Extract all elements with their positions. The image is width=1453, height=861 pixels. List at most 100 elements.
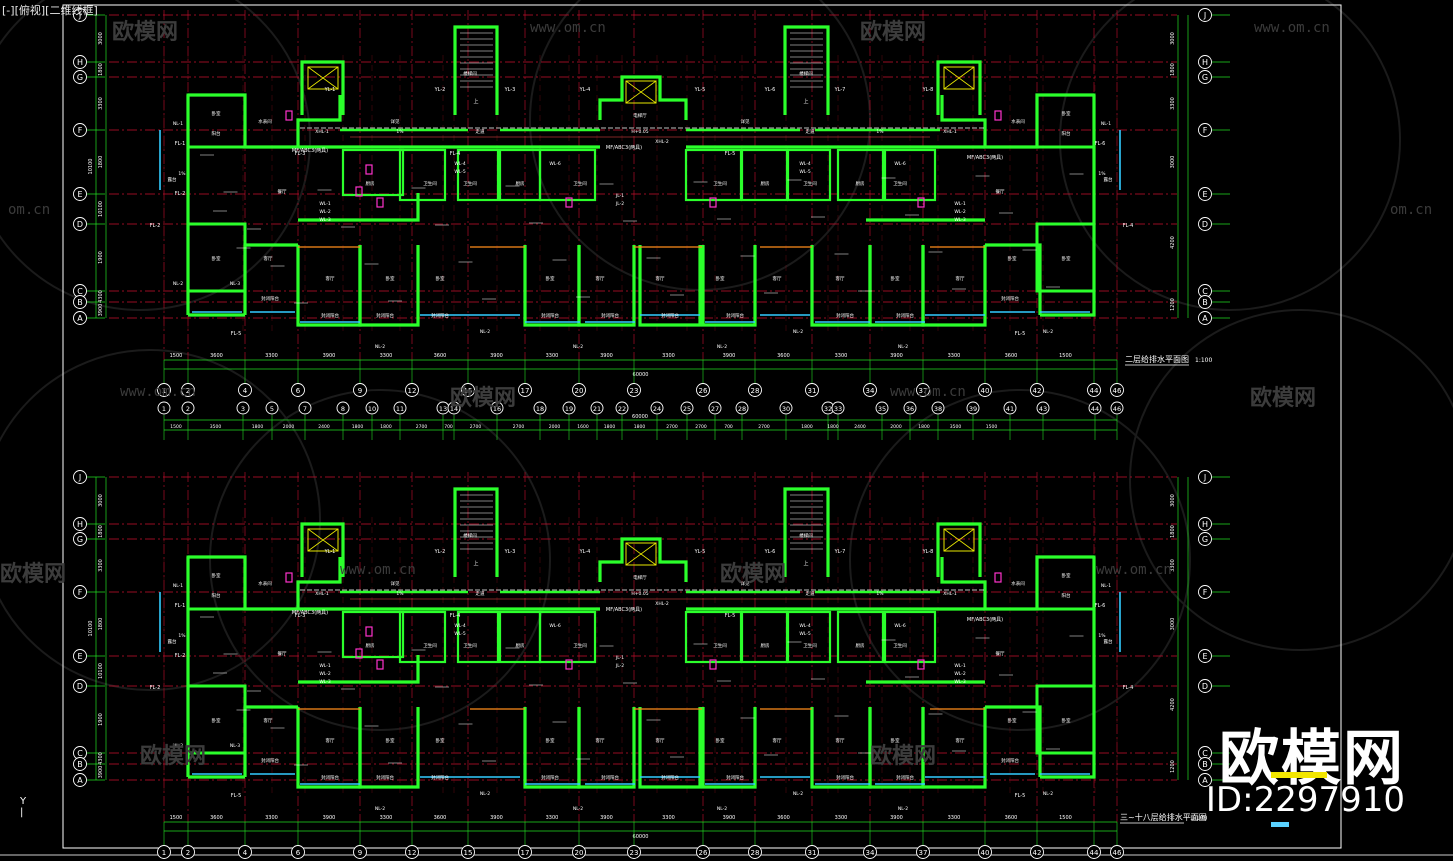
note-label: 1%	[876, 591, 884, 597]
dimension-text: 3300	[265, 815, 278, 821]
ucs-icon: Y|	[20, 796, 27, 818]
watermark-ring	[1129, 309, 1453, 651]
pipe-label: YL-2	[434, 87, 446, 93]
dimension-text: 3900	[890, 815, 903, 821]
room-label: 卧室	[1008, 255, 1017, 262]
wall	[523, 245, 581, 327]
row-axis-bubble	[73, 532, 87, 546]
note-label: 1%	[1098, 171, 1106, 177]
pipe-label: WL-1	[319, 663, 331, 669]
column-axis-bubble	[916, 383, 930, 397]
room-label: 客厅	[656, 737, 665, 744]
note-label: 详见	[741, 580, 750, 587]
elevator-shaft	[625, 542, 657, 566]
column-axis-label: 20	[575, 387, 584, 395]
dimension-text: 1500	[170, 353, 183, 359]
pipe-marker	[355, 648, 363, 659]
pipe-label: NL-1	[173, 121, 183, 127]
pipe-label: WL-5	[454, 631, 466, 637]
room-label: 卧室	[212, 717, 221, 724]
viewport-visual-style-control[interactable]: [二维线框]	[45, 4, 98, 17]
row-axis-bubble	[73, 773, 87, 787]
note-label: 1%	[178, 171, 186, 177]
room-label: 电梯厅	[633, 112, 647, 119]
wall	[1040, 95, 1096, 317]
row-axis-bubble	[73, 311, 87, 325]
plan-scale: 1:100	[1195, 357, 1212, 364]
wall	[684, 610, 743, 664]
column-axis-bubble	[1110, 401, 1124, 415]
watermark-logo: 欧模网	[1250, 386, 1317, 411]
wall	[810, 707, 872, 789]
column-axis-label: 17	[521, 387, 530, 395]
column-axis-bubble	[518, 845, 532, 859]
pipe-label: NL-1	[1101, 121, 1111, 127]
wall	[577, 245, 636, 327]
wall	[684, 148, 743, 202]
room-label: 露台	[168, 176, 177, 183]
row-axis-label: C	[77, 287, 83, 296]
room-label: 封闭阳台	[896, 774, 914, 781]
dimension-text: 1500	[1059, 353, 1072, 359]
pipe-label: WL-4	[799, 161, 811, 167]
dimension-text: 3300	[98, 559, 104, 572]
row-axis-bubble	[1198, 70, 1212, 84]
pipe-label: WL-6	[549, 161, 561, 167]
pipe-label: FL-6	[1095, 141, 1106, 147]
viewport-view-control[interactable]: [俯视]	[14, 4, 46, 17]
room-label: 水表间	[258, 118, 272, 125]
column-axis-bubble	[831, 401, 845, 415]
extinguisher-label: MF/ABC3(两具)	[967, 155, 1003, 161]
room-label: 卫生间	[423, 642, 437, 649]
dimension-text: 3000	[1170, 494, 1176, 507]
room-label: 封闭阳台	[726, 312, 744, 319]
room-label: 卧室	[1008, 717, 1017, 724]
pipe-label: YL-6	[764, 87, 776, 93]
wall	[1035, 684, 1096, 755]
row-axis-bubble	[73, 295, 87, 309]
room-label: 客厅	[956, 275, 965, 282]
dimension-text: 1800	[634, 424, 646, 430]
pipe-label: WL-6	[549, 623, 561, 629]
room-label: 封闭阳台	[431, 312, 449, 319]
plan-title: 二层给排水平面图	[1125, 354, 1189, 364]
viewport-minimize-control[interactable]: [-]	[2, 4, 15, 17]
column-axis-label: 24	[653, 405, 661, 413]
column-axis-bubble	[447, 401, 461, 415]
elevator-shaft	[943, 66, 975, 90]
column-axis-bubble	[1087, 383, 1101, 397]
dimension-text: 1800	[98, 618, 104, 631]
room-label: 卫生间	[573, 642, 587, 649]
pipe-label: YL-2	[434, 549, 446, 555]
wall	[358, 245, 420, 327]
column-axis-label: 46	[1113, 849, 1122, 857]
elevator-shaft	[307, 528, 339, 552]
column-axis-label: 1	[162, 387, 166, 395]
room-label: 卫生间	[803, 180, 817, 187]
room-label: 水表间	[1011, 580, 1025, 587]
row-axis-label: A	[1202, 776, 1208, 785]
pipe-label: FL-5	[1015, 331, 1026, 337]
room-label: 厨房	[366, 180, 375, 187]
pipe-marker	[365, 626, 373, 637]
dimension-text: 1500	[170, 815, 183, 821]
column-axis-label: 15	[464, 387, 473, 395]
column-axis-bubble	[353, 383, 367, 397]
note-label: 详见	[391, 118, 400, 125]
column-axis-bubble	[978, 845, 992, 859]
column-axis-label: 43	[1039, 405, 1047, 413]
room-label: 封闭阳台	[726, 774, 744, 781]
dimension-text: 60000	[632, 414, 648, 420]
wall	[783, 25, 830, 115]
dimension-text: 3500	[950, 424, 962, 430]
pipe-label: XHL-1	[943, 129, 957, 135]
column-axis-label: 40	[981, 849, 990, 857]
room-label: 卧室	[716, 737, 725, 744]
pipe-label: NL-2	[898, 344, 908, 350]
pipe-label: FL-2	[150, 223, 161, 229]
wall	[398, 148, 447, 202]
column-axis-label: 28	[751, 387, 760, 395]
wall	[456, 610, 500, 664]
